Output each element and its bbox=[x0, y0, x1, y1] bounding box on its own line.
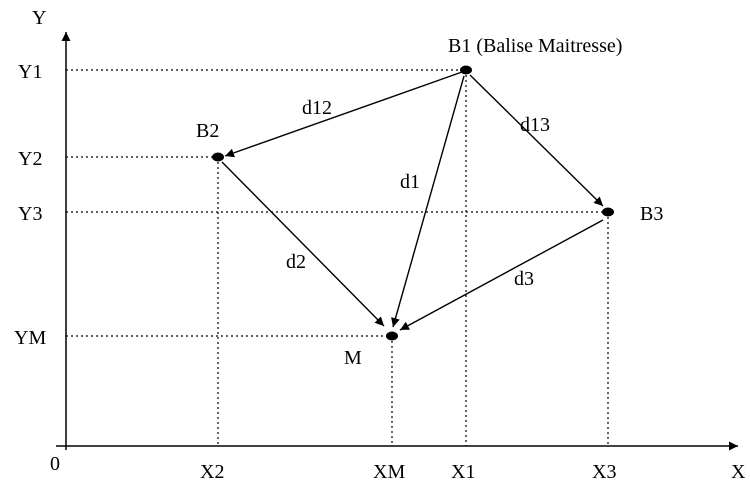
node-b3 bbox=[602, 207, 614, 217]
edge-label-d13: d13 bbox=[520, 114, 550, 136]
edge-d1 bbox=[391, 75, 465, 328]
tick-y2: Y2 bbox=[18, 148, 42, 170]
tick-x3: X3 bbox=[592, 461, 616, 483]
tick-x1: X1 bbox=[451, 461, 475, 483]
edge-d2 bbox=[221, 161, 385, 327]
edge-d3 bbox=[399, 219, 604, 331]
node-label-m: M bbox=[344, 347, 362, 369]
tick-y1: Y1 bbox=[18, 61, 42, 83]
tick-y3: Y3 bbox=[18, 203, 42, 225]
edge-label-d3: d3 bbox=[514, 268, 534, 290]
node-b1 bbox=[460, 65, 472, 75]
edge-label-d1: d1 bbox=[400, 171, 420, 193]
y-axis-label: Y bbox=[32, 7, 46, 29]
edge-label-d2: d2 bbox=[286, 251, 306, 273]
node-label-b2: B2 bbox=[196, 120, 219, 142]
node-b2 bbox=[212, 152, 224, 162]
node-label-b3: B3 bbox=[640, 203, 663, 225]
edge-label-d12: d12 bbox=[302, 97, 332, 119]
tick-x2: X2 bbox=[200, 461, 224, 483]
edge-d12 bbox=[224, 71, 463, 158]
origin-label: 0 bbox=[50, 453, 60, 475]
x-axis-label: X bbox=[731, 461, 746, 483]
node-m bbox=[386, 331, 398, 341]
edge-d13 bbox=[469, 74, 604, 207]
tick-xm: XM bbox=[373, 461, 405, 483]
node-label-b1: B1 (Balise Maitresse) bbox=[448, 35, 622, 57]
tick-ym: YM bbox=[14, 327, 46, 349]
